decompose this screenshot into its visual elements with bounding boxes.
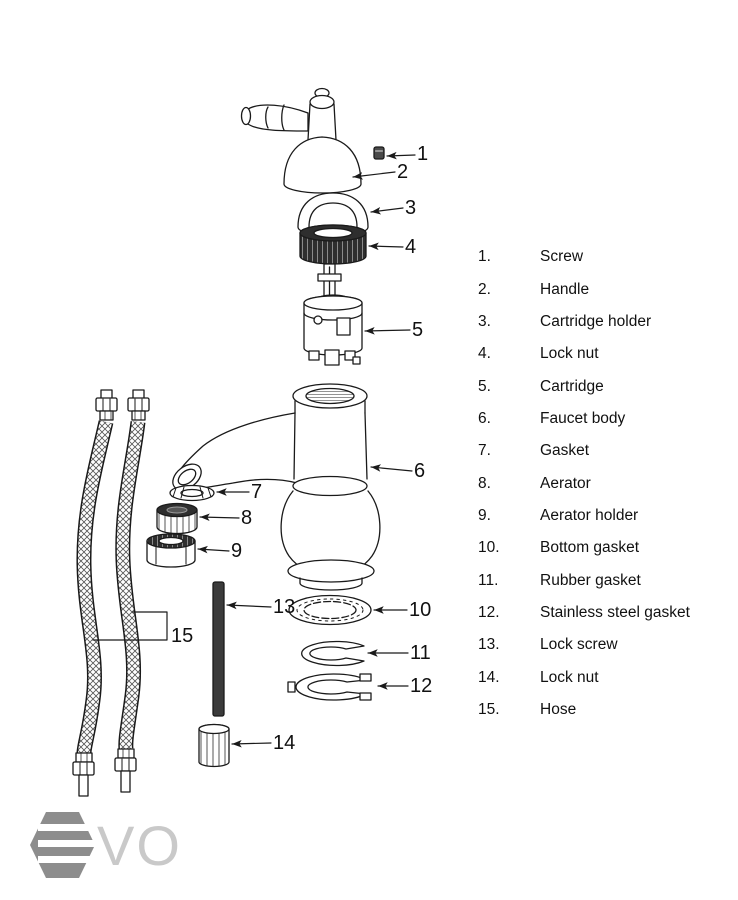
legend-label: Faucet body bbox=[540, 409, 626, 427]
legend-row: 11. Rubber gasket bbox=[478, 564, 732, 596]
legend-row: 9. Aerator holder bbox=[478, 500, 732, 532]
legend-label: Screw bbox=[540, 248, 584, 266]
hose-bracket-line bbox=[92, 611, 168, 641]
legend-number: 2. bbox=[478, 280, 491, 298]
callout-12: 12 bbox=[410, 675, 433, 697]
legend-label: Cartridge bbox=[540, 377, 604, 395]
callout-4: 4 bbox=[405, 236, 417, 258]
legend-row: 5. Cartridge bbox=[478, 370, 732, 402]
callout-10: 10 bbox=[409, 599, 432, 621]
screw-drawing bbox=[373, 146, 385, 160]
steel-gasket-drawing bbox=[287, 673, 372, 701]
hose-left-drawing bbox=[72, 389, 118, 797]
aerator-drawing bbox=[156, 502, 198, 535]
legend-row: 10. Bottom gasket bbox=[478, 532, 732, 564]
legend-row: 15. Hose bbox=[478, 694, 732, 726]
callout-1: 1 bbox=[417, 143, 429, 165]
legend-number: 1. bbox=[478, 248, 491, 266]
legend-row: 12. Stainless steel gasket bbox=[478, 597, 732, 629]
parts-legend: 1. Screw 2. Handle 3. Cartridge holder 4… bbox=[478, 241, 732, 726]
callout-11: 11 bbox=[410, 642, 431, 664]
legend-number: 7. bbox=[478, 442, 491, 460]
legend-label: Lock nut bbox=[540, 345, 599, 363]
faucet-body-drawing bbox=[172, 383, 381, 591]
legend-number: 12. bbox=[478, 603, 500, 621]
rubber-gasket-drawing bbox=[301, 640, 365, 667]
cartridge-drawing bbox=[303, 263, 363, 366]
legend-row: 3. Cartridge holder bbox=[478, 306, 732, 338]
legend-row: 7. Gasket bbox=[478, 435, 732, 467]
callout-6: 6 bbox=[414, 460, 426, 482]
legend-label: Aerator bbox=[540, 474, 591, 492]
handle-drawing bbox=[240, 87, 362, 194]
legend-row: 6. Faucet body bbox=[478, 403, 732, 435]
lock-nut-drawing bbox=[299, 224, 367, 265]
legend-number: 11. bbox=[478, 571, 499, 589]
callout-14: 14 bbox=[273, 732, 296, 754]
gasket-drawing bbox=[169, 484, 215, 502]
legend-label: Handle bbox=[540, 280, 590, 298]
legend-row: 1. Screw bbox=[478, 241, 732, 273]
legend-number: 6. bbox=[478, 409, 491, 427]
callout-15: 15 bbox=[171, 625, 194, 647]
callout-2: 2 bbox=[397, 161, 409, 183]
callout-8: 8 bbox=[241, 507, 253, 529]
legend-label: Cartridge holder bbox=[540, 312, 652, 330]
legend-number: 15. bbox=[478, 700, 500, 718]
legend-label: Hose bbox=[540, 700, 577, 718]
callout-3: 3 bbox=[405, 197, 417, 219]
legend-number: 10. bbox=[478, 539, 500, 557]
legend-row: 8. Aerator bbox=[478, 467, 732, 499]
callout-9: 9 bbox=[231, 540, 243, 562]
leader-lines bbox=[92, 151, 416, 748]
legend-row: 14. Lock nut bbox=[478, 661, 732, 693]
lock-screw-drawing bbox=[212, 581, 225, 717]
evo-logo-hexagon bbox=[30, 812, 98, 878]
legend-number: 8. bbox=[478, 474, 491, 492]
legend-label: Aerator holder bbox=[540, 506, 639, 524]
hose-right-drawing bbox=[114, 389, 150, 793]
bottom-gasket-drawing bbox=[288, 594, 372, 626]
legend-number: 4. bbox=[478, 345, 491, 363]
aerator-holder-drawing bbox=[146, 533, 196, 568]
legend-number: 3. bbox=[478, 312, 491, 330]
legend-row: 13. Lock screw bbox=[478, 629, 732, 661]
legend-label: Rubber gasket bbox=[540, 571, 641, 589]
legend-label: Lock screw bbox=[540, 636, 618, 654]
lock-nut-2-drawing bbox=[198, 723, 230, 768]
legend-number: 5. bbox=[478, 377, 491, 395]
legend-label: Stainless steel gasket bbox=[540, 603, 690, 621]
legend-label: Gasket bbox=[540, 442, 590, 460]
legend-label: Bottom gasket bbox=[540, 539, 640, 557]
callout-5: 5 bbox=[412, 319, 424, 341]
legend-row: 2. Handle bbox=[478, 273, 732, 305]
legend-number: 13. bbox=[478, 636, 500, 654]
legend-number: 9. bbox=[478, 506, 491, 524]
callout-13: 13 bbox=[273, 596, 296, 618]
callout-7: 7 bbox=[251, 481, 263, 503]
logo-text: VO bbox=[97, 814, 182, 877]
legend-row: 4. Lock nut bbox=[478, 338, 732, 370]
legend-number: 14. bbox=[478, 668, 500, 686]
legend-label: Lock nut bbox=[540, 668, 599, 686]
